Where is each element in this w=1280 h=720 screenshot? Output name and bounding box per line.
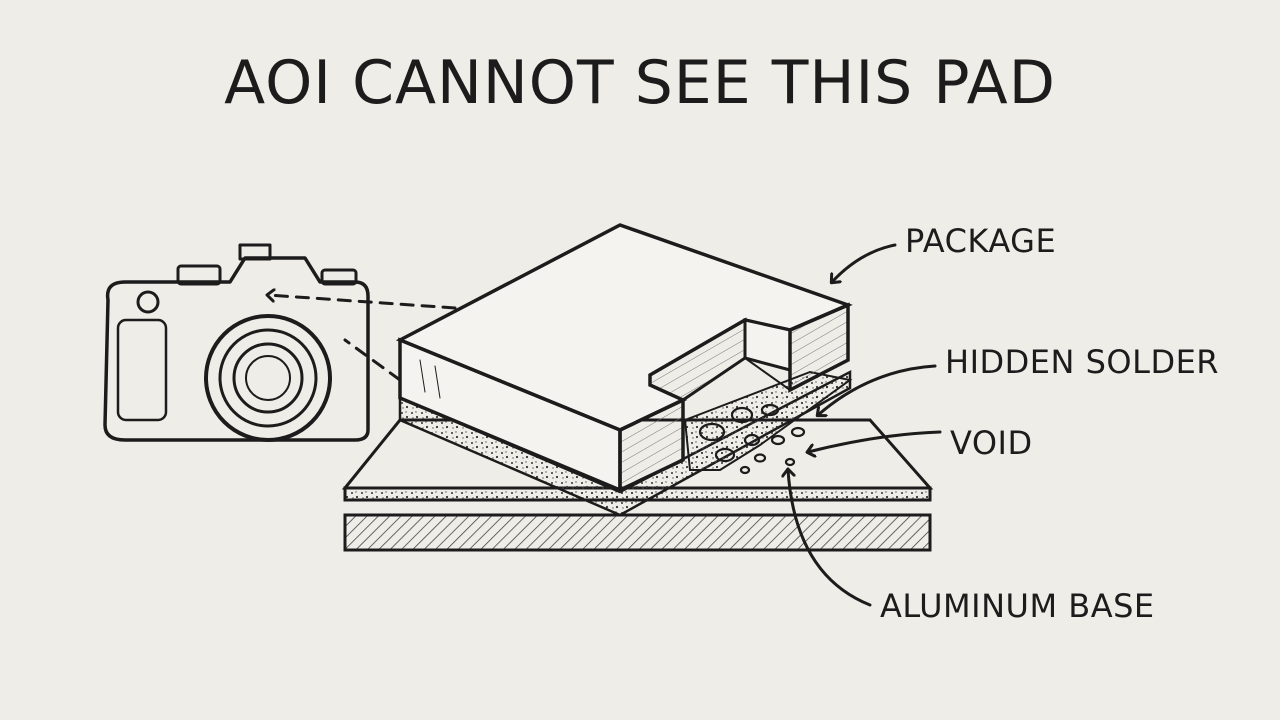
sight-lines <box>268 295 457 382</box>
label-hidden-solder: HIDDEN SOLDER <box>945 343 1220 381</box>
void-bubbles <box>698 403 806 475</box>
label-package: PACKAGE <box>905 222 1057 260</box>
aluminum-base-plate <box>343 513 932 552</box>
void-arrow <box>808 430 942 452</box>
label-aluminum-base: ALUMINUM BASE <box>880 587 1155 625</box>
aluminum-base-arrow <box>788 470 872 607</box>
hidden-solder-arrow <box>818 364 937 415</box>
label-void: VOID <box>950 424 1033 462</box>
package-arrow <box>832 243 897 282</box>
package-block <box>395 223 853 493</box>
diagram-title: AOI CANNOT SEE THIS PAD <box>224 48 1056 118</box>
camera-icon <box>103 243 370 442</box>
